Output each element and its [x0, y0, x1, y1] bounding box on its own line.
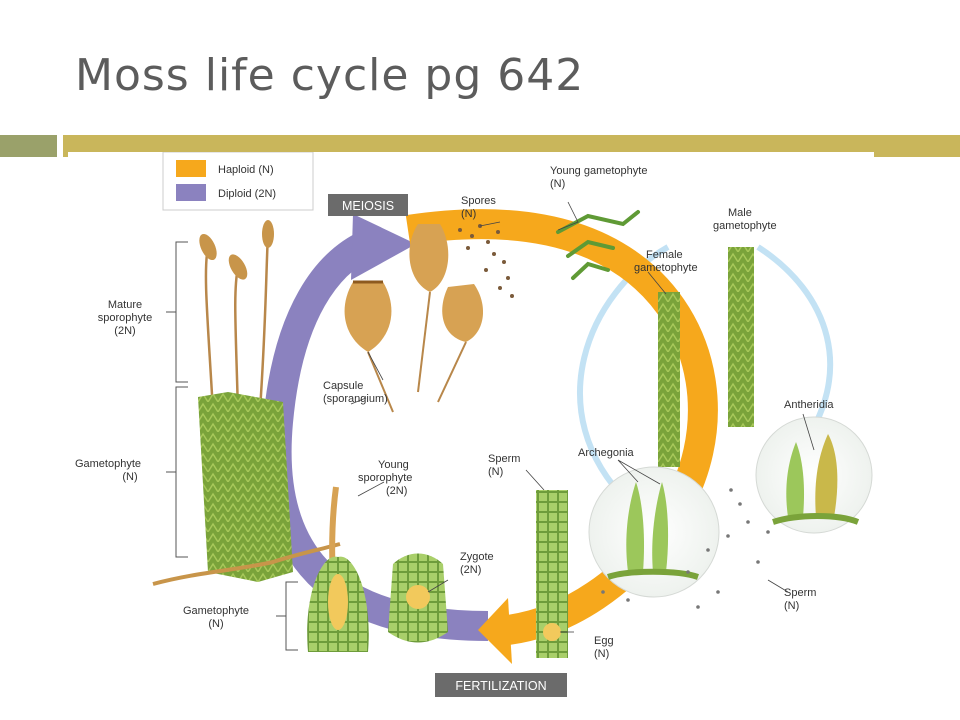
female-gametophyte-plant [658, 292, 680, 467]
haploid-swatch [176, 160, 206, 177]
left-brackets [166, 241, 298, 651]
label-capsule: Capsule(sporangium) [323, 380, 388, 405]
label-archegonia: Archegonia [578, 447, 635, 459]
meiosis-label: MEIOSIS [342, 199, 394, 213]
young-sporophyte [307, 486, 369, 652]
label-antheridia: Antheridia [784, 399, 834, 411]
label-zygote: Zygote(2N) [460, 551, 494, 576]
label-young-gametophyte: Young gametophyte(N) [550, 165, 647, 190]
label-sperm-right: Sperm(N) [784, 587, 816, 612]
leader-lines [350, 201, 815, 633]
haploid-arrowhead [478, 598, 512, 664]
legend-diploid-label: Diploid (2N) [218, 188, 276, 200]
slide-title: Moss life cycle pg 642 [75, 50, 585, 101]
sperm-dots [601, 488, 770, 609]
mature-moss-plant [152, 220, 341, 586]
label-egg: Egg(N) [594, 635, 614, 660]
fertilization-label: FERTILIZATION [455, 679, 546, 693]
diploid-swatch [176, 184, 206, 201]
male-gametophyte-plant [728, 247, 754, 427]
accent-bar-left [0, 135, 57, 157]
label-gametophyte-bottom: Gametophyte(N) [183, 605, 249, 630]
egg-cell [543, 623, 561, 641]
capsules-group [344, 224, 484, 413]
legend: Haploid (N) Diploid (2N) [162, 151, 314, 211]
label-spores: Spores(N) [461, 195, 496, 220]
zygote [388, 553, 448, 643]
diploid-arrowhead [351, 214, 416, 280]
antheridia-bubble [755, 416, 873, 534]
label-sperm-top: Sperm(N) [488, 453, 520, 478]
archegonia-bubble [588, 466, 720, 598]
moss-life-cycle-diagram: Haploid (N) Diploid (2N) MEIOSIS FERTILI… [68, 151, 874, 702]
spore-dots [458, 224, 514, 298]
label-gametophyte-left: Gametophyte(N) [75, 458, 141, 483]
legend-haploid-label: Haploid (N) [218, 164, 274, 176]
